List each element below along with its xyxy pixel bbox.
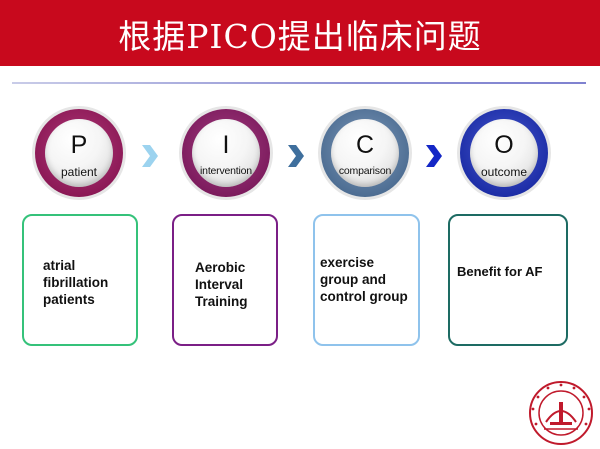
pico-circle-p: P patient [35, 109, 123, 197]
pico-word: comparison [338, 165, 392, 177]
pico-word: patient [60, 165, 98, 179]
pico-box-p: atrial fibrillation patients [22, 214, 138, 346]
pico-word: intervention [200, 165, 252, 177]
pico-box-o: Benefit for AF [448, 214, 568, 346]
pico-circle-c: C comparison [321, 109, 409, 197]
box-text: exercise group and control group [320, 255, 408, 304]
chevron-right-icon [426, 145, 442, 167]
chevron-right-icon [288, 145, 304, 167]
pico-letter: O [494, 131, 514, 159]
divider-line [12, 82, 586, 84]
pico-letter: C [355, 131, 375, 159]
pico-letter: P [70, 131, 88, 159]
box-text: atrial fibrillation patients [43, 258, 109, 307]
title-bar: 根据PICO提出临床问题 [0, 0, 600, 66]
pico-word: outcome [480, 165, 528, 179]
box-text: Benefit for AF [457, 264, 543, 279]
box-text: Aerobic Interval Training [195, 260, 248, 309]
slide-title: 根据PICO提出临床问题 [118, 17, 482, 56]
pico-box-i: Aerobic Interval Training [172, 214, 278, 346]
pico-box-c: exercise group and control group [313, 214, 420, 346]
pico-letter: I [222, 131, 230, 159]
pico-circle-o: O outcome [460, 109, 548, 197]
chevron-right-icon [142, 145, 158, 167]
university-seal-logo [529, 381, 593, 445]
pico-circle-i: I intervention [182, 109, 270, 197]
